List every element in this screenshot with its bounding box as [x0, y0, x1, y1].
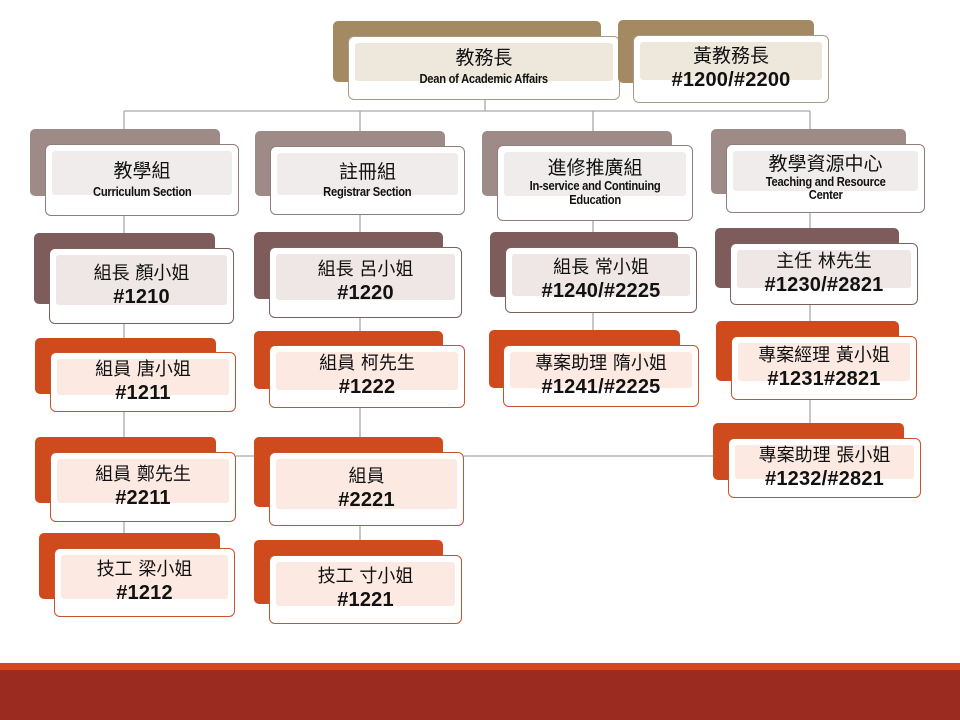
section-header-zh: 教學資源中心 [768, 152, 883, 175]
member-role-name: 組長 顏小姐 [93, 262, 190, 284]
section-header-en: Registrar Section [323, 184, 412, 200]
member-ext: #1220 [337, 282, 394, 305]
member-ext: #1210 [113, 285, 170, 308]
member-role-name: 組長 常小姐 [553, 256, 649, 278]
member-ext: #1232/#2821 [765, 467, 884, 490]
dean-name: 黃教務長 [692, 45, 769, 68]
member-ext: #2221 [338, 488, 395, 511]
dean-title-zh: 教務長 [455, 47, 513, 70]
section-header-en-line2: Center [808, 187, 843, 203]
dean-title-box: 教務長 Dean of Academic Affairs [348, 36, 620, 100]
section-header-en: Curriculum Section [92, 183, 192, 199]
footer-accent-line [0, 663, 960, 670]
section-header-zh: 註冊組 [338, 160, 396, 183]
section-header-en-line2: Education [569, 191, 621, 207]
member-role-name: 專案經理 黃小姐 [758, 344, 890, 366]
member-ext: #2211 [115, 486, 171, 509]
dean-ext: #1200/#2200 [671, 69, 791, 92]
member-role-name: 組員 [348, 465, 385, 487]
member-role-name: 技工 寸小姐 [317, 566, 414, 588]
dean-name-box: 黃教務長 #1200/#2200 [633, 35, 829, 103]
member-ext: #1212 [116, 582, 173, 605]
section-header-en-line1: Teaching and Resource [765, 173, 886, 189]
member-ext: #1211 [115, 381, 171, 404]
member-role-name: 專案助理 張小姐 [758, 444, 891, 466]
member-ext: #1221 [337, 589, 394, 612]
section-header-en-line1: In-service and Continuing [529, 178, 661, 194]
member-ext: #1241/#2225 [541, 375, 661, 398]
member-ext: #1231#2821 [767, 367, 881, 390]
member-role-name: 專案助理 隋小姐 [535, 352, 667, 374]
footer-bar [0, 670, 960, 720]
section-header-zh: 教學組 [113, 160, 171, 183]
section-header-zh: 進修推廣組 [547, 157, 643, 180]
member-role-name: 技工 梁小姐 [96, 559, 193, 581]
member-ext: #1230/#2821 [764, 273, 884, 296]
member-ext: #1222 [338, 376, 396, 399]
member-role-name: 組員 鄭先生 [95, 463, 191, 485]
member-role-name: 組員 柯先生 [319, 353, 415, 375]
member-ext: #1240/#2225 [541, 279, 661, 302]
member-role-name: 組員 唐小姐 [95, 358, 191, 380]
dean-title-en: Dean of Academic Affairs [419, 70, 549, 86]
member-role-name: 主任 林先生 [776, 250, 872, 272]
member-role-name: 組長 呂小姐 [317, 259, 414, 281]
